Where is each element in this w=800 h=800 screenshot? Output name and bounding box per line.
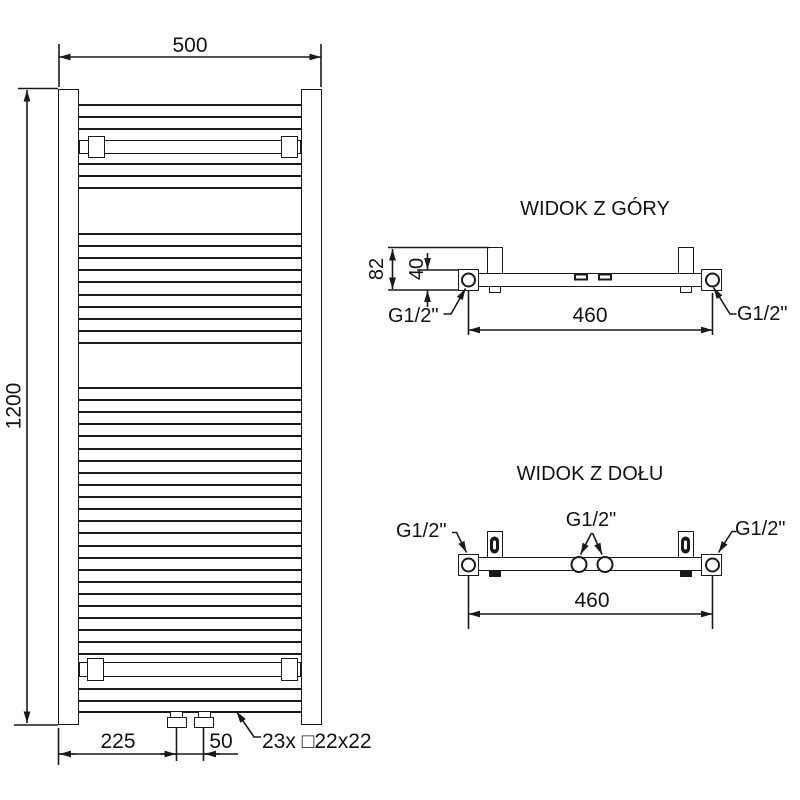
bottom-view-dim-connections-label: 460 [574, 589, 610, 612]
bottom-view-left-connection-label: G1/2" [396, 520, 447, 542]
top-view-left-connection-label: G1/2" [388, 305, 439, 327]
bottom-bar-left-clamp [87, 658, 104, 681]
rung-line [79, 294, 301, 296]
bottom-view-left-collector-block [458, 554, 479, 576]
rung-line [79, 508, 301, 510]
rung-line [79, 448, 301, 450]
rung-line [79, 605, 301, 607]
rung-line [79, 545, 301, 547]
rung-line [79, 399, 301, 401]
rung-line [79, 557, 301, 559]
bottom-view-left-bracket-foot [489, 570, 501, 577]
rung-line [79, 104, 301, 106]
rung-line [79, 128, 301, 130]
rung-line [79, 281, 301, 283]
rung-line [79, 496, 301, 498]
bottom-view-title: WIDOK Z DOŁU [516, 463, 664, 485]
top-view-right-bracket-foot [680, 286, 692, 293]
dim-valve-offset-label: 225 [100, 730, 136, 753]
top-view-left-collector-block [458, 269, 479, 291]
top-bar-left-clamp [88, 136, 105, 158]
rung-line [79, 411, 301, 413]
rung-line [79, 306, 301, 308]
top-view-left-g-leader [443, 288, 467, 315]
rung-line [79, 569, 301, 571]
dim-height-label: 1200 [2, 382, 26, 430]
bottom-bar-right-clamp [281, 658, 298, 681]
dim-width-label: 500 [172, 34, 208, 57]
rung-line [79, 472, 301, 474]
bottom-view-right-wall-bracket [678, 531, 694, 558]
bottom-towel-bar [79, 662, 301, 677]
bottom-view-header-tube [478, 557, 702, 571]
rung-line [79, 460, 301, 462]
center-g-leader-right [591, 532, 603, 555]
top-view-title: WIDOK Z GÓRY [520, 198, 670, 220]
top-view-left-bracket-foot [489, 286, 501, 293]
left-valve-body [167, 717, 187, 728]
bottom-view-left-g-leader [452, 531, 468, 553]
bottom-view-center-connections-label: G1/2" [565, 509, 617, 531]
rung-line [79, 532, 301, 534]
rung-line [79, 330, 301, 332]
top-view-dim-connections-label: 460 [572, 304, 608, 327]
rung-line [79, 187, 301, 189]
rung-line [79, 233, 301, 235]
rung-line [79, 245, 301, 247]
top-towel-bar [79, 140, 301, 154]
rung-line [79, 641, 301, 643]
bottom-view-left-wall-bracket [487, 531, 503, 558]
rung-line [79, 318, 301, 320]
rung-line [79, 435, 301, 437]
front-left-collector [58, 89, 79, 725]
rung-line [79, 175, 301, 177]
dim-depth-label: 82 [366, 257, 388, 281]
dim-valve-spacing-label: 50 [209, 730, 233, 753]
top-view-left-wall-bracket [487, 247, 503, 274]
bottom-view-right-bracket-foot [680, 570, 692, 577]
rung-line [79, 257, 301, 259]
right-valve-body [194, 717, 214, 728]
profile-note-leader [235, 711, 261, 738]
rung-line [79, 423, 301, 425]
rung-line [79, 593, 301, 595]
top-view-right-connection-label: G1/2" [737, 303, 788, 325]
bottom-view-right-collector-block [701, 554, 722, 576]
top-view-right-collector-block [701, 269, 722, 291]
rung-line [79, 387, 301, 389]
bottom-view-right-connection-label: G1/2" [735, 518, 786, 540]
rung-line [79, 269, 301, 271]
top-bar-right-clamp [281, 136, 298, 158]
front-right-collector [301, 89, 322, 725]
dim-collector-depth-label: 40 [406, 257, 428, 281]
rung-line [79, 116, 301, 118]
top-view-right-g-leader [712, 287, 737, 315]
rung-line [79, 711, 301, 713]
rung-line [79, 342, 301, 344]
rung-line [79, 581, 301, 583]
rung-line [79, 653, 301, 655]
rung-line [79, 629, 301, 631]
rung-line [79, 484, 301, 486]
center-g-leader-left [579, 532, 593, 555]
top-view-header-tube [478, 273, 702, 287]
rung-line [79, 688, 301, 690]
rung-line [79, 520, 301, 522]
rung-line [79, 700, 301, 702]
rung-line [79, 617, 301, 619]
rung-line [79, 163, 301, 165]
bottom-view-right-g-leader [717, 530, 737, 553]
profile-note-label: 23x □22x22 [262, 730, 372, 753]
top-view-right-wall-bracket [678, 247, 694, 274]
